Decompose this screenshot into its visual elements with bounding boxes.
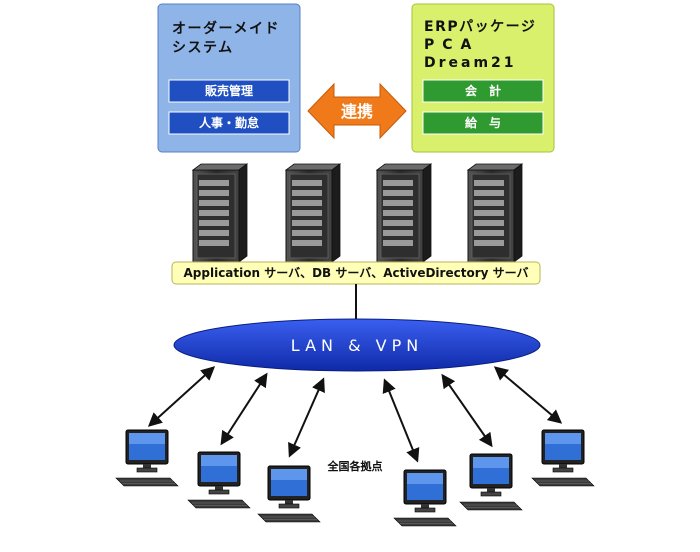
client-link-arrow xyxy=(382,378,420,463)
computer-icon xyxy=(459,453,523,511)
client-link-arrow xyxy=(288,377,325,458)
sales-management-button[interactable] xyxy=(168,79,290,103)
erp-package-box: ERPパッケージ PCA Dream21 会 計 給 与 xyxy=(411,3,555,153)
integration-label: 連携 xyxy=(341,102,373,121)
client-connection-arrows xyxy=(147,366,563,463)
erp-title-line3: Dream21 xyxy=(424,55,517,71)
lan-vpn-ellipse xyxy=(173,318,541,372)
clients-label: 全国各拠点 xyxy=(327,459,383,473)
custom-system-box: オーダーメイド システム 販売管理 人事・勤怠 xyxy=(157,3,301,153)
erp-title-line2: PCA xyxy=(424,37,479,53)
double-arrow-icon xyxy=(307,82,407,140)
server-label-bar: Application サーバ、DB サーバ、ActiveDirectory サ… xyxy=(171,261,541,285)
sales-management-label: 販売管理 xyxy=(205,83,253,98)
client-link-arrow xyxy=(220,372,268,446)
client-computers xyxy=(115,429,595,527)
custom-system-title-line2: システム xyxy=(172,40,234,56)
server-icon xyxy=(285,163,341,263)
client-link-arrow xyxy=(441,373,493,448)
server-label: Application サーバ、DB サーバ、ActiveDirectory サ… xyxy=(184,266,529,280)
server-icon xyxy=(467,163,523,263)
hr-attendance-label: 人事・勤怠 xyxy=(199,115,259,130)
server-rack-group xyxy=(192,163,523,263)
accounting-button[interactable] xyxy=(422,79,544,103)
computer-icon xyxy=(187,451,251,509)
lan-vpn-label: LAN & VPN xyxy=(291,336,423,355)
computer-icon xyxy=(257,465,321,523)
server-icon xyxy=(376,163,432,263)
lan-vpn-network: LAN & VPN xyxy=(173,318,541,372)
client-link-arrow xyxy=(147,366,216,427)
client-link-arrow xyxy=(493,366,563,424)
custom-system-title-line1: オーダーメイド xyxy=(172,20,280,37)
computer-icon xyxy=(393,469,457,527)
computer-icon xyxy=(531,429,595,487)
server-icon xyxy=(192,163,248,263)
payroll-button[interactable] xyxy=(422,111,544,135)
hr-attendance-button[interactable] xyxy=(168,111,290,135)
integration-arrow: 連携 xyxy=(307,82,407,140)
erp-title-line1: ERPパッケージ xyxy=(424,19,536,35)
accounting-label: 会 計 xyxy=(465,83,501,98)
payroll-label: 給 与 xyxy=(465,115,501,130)
computer-icon xyxy=(115,429,179,487)
